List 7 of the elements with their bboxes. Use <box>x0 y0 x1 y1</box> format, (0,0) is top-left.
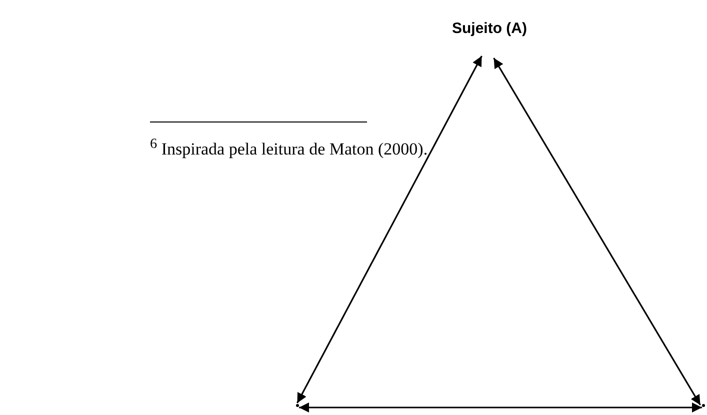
vertex-label: Sujeito (A) <box>452 20 527 37</box>
vertex-point <box>702 404 705 407</box>
footnote-text: $^{6}$ Inspirada pela leitura de Maton (2000). <box>150 136 428 160</box>
double-arrow <box>299 402 702 412</box>
double-arrow <box>296 56 482 404</box>
double-arrow <box>493 58 701 406</box>
vertex-point <box>296 404 299 407</box>
